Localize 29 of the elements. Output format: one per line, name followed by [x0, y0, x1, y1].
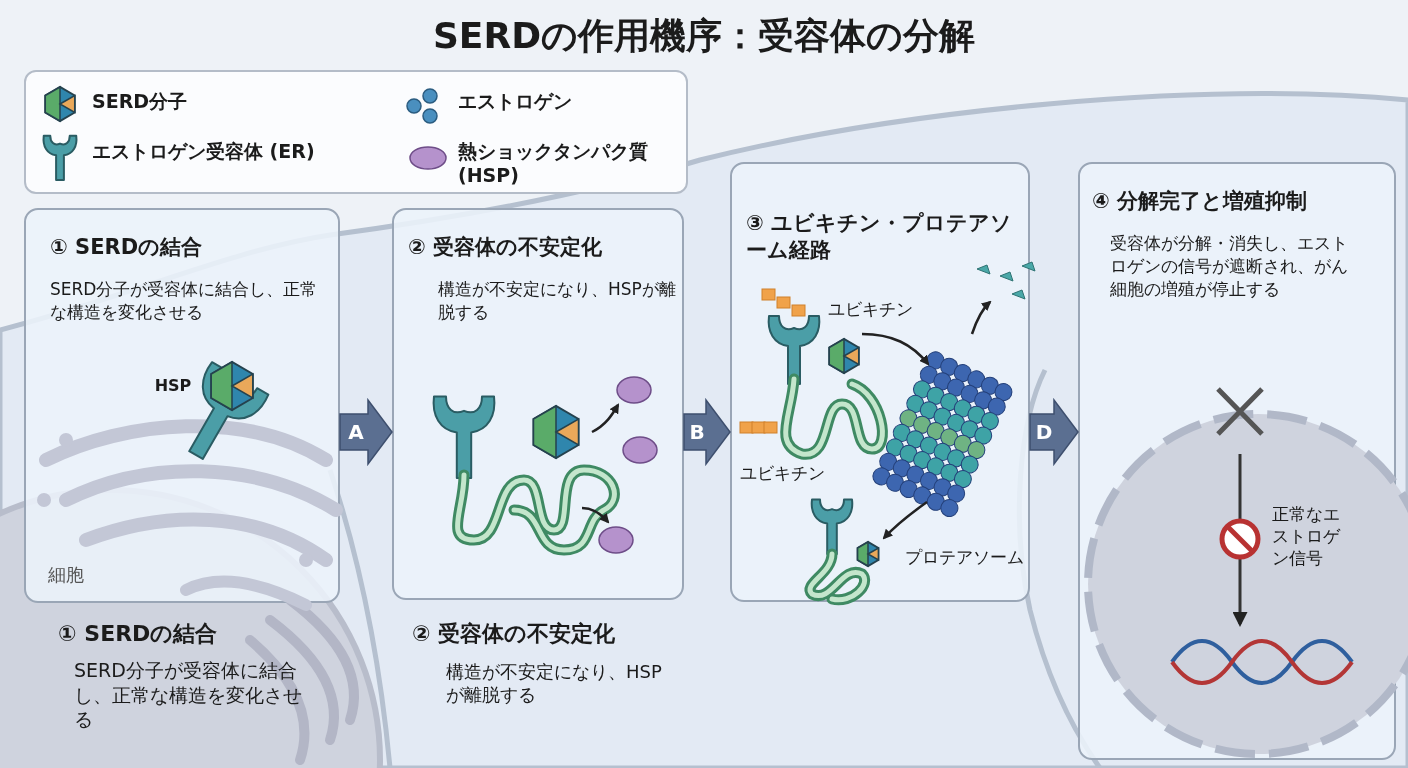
block-arrow	[683, 397, 731, 467]
protein-label: ユビキチン	[828, 298, 914, 321]
step-heading: ④ 分解完了と増殖抑制	[1092, 188, 1309, 215]
protein-label: ユビキチン	[740, 462, 826, 485]
step-description: SERD分子が受容体に結合し、正常な構造を変化させる	[74, 658, 303, 733]
legend-label: 熱ショックタンパク質 (HSP)	[458, 140, 649, 188]
step-description: 構造が不安定になり、HSPが離脱する	[438, 278, 677, 324]
protein-label: プロテアソーム	[905, 546, 1025, 569]
step-heading: ② 受容体の不安定化	[412, 620, 617, 648]
step-heading: ① SERDの結合	[50, 234, 204, 261]
signal-label: 正常なエストロゲン信号	[1272, 503, 1342, 570]
step-panel	[392, 208, 684, 600]
block-arrow	[1029, 397, 1079, 467]
step-description: SERD分子が受容体に結合し、正常な構造を変化させる	[50, 278, 319, 324]
protein-label: HSP	[153, 376, 193, 397]
block-arrow	[339, 397, 393, 467]
step-heading: ① SERDの結合	[58, 620, 219, 648]
step-heading: ③ ユビキチン・プロテアソーム経路	[746, 210, 1014, 265]
edge-label: D	[1034, 419, 1054, 445]
edge-label: B	[688, 419, 706, 445]
step-heading: ② 受容体の不安定化	[408, 234, 604, 261]
legend-label: SERD分子	[92, 90, 189, 114]
organelle-label: 細胞	[48, 563, 85, 587]
legend-label: エストロゲン受容体 (ER)	[92, 140, 316, 164]
step-description: 受容体が分解・消失し、エストロゲンの信号が遮断され、がん細胞の増殖が停止する	[1110, 232, 1349, 301]
legend-label: エストロゲン	[458, 90, 573, 114]
diagram-title: SERDの作用機序：受容体の分解	[431, 14, 977, 58]
edge-label: A	[347, 419, 365, 445]
step-description: 構造が不安定になり、HSPが離脱する	[446, 660, 663, 707]
